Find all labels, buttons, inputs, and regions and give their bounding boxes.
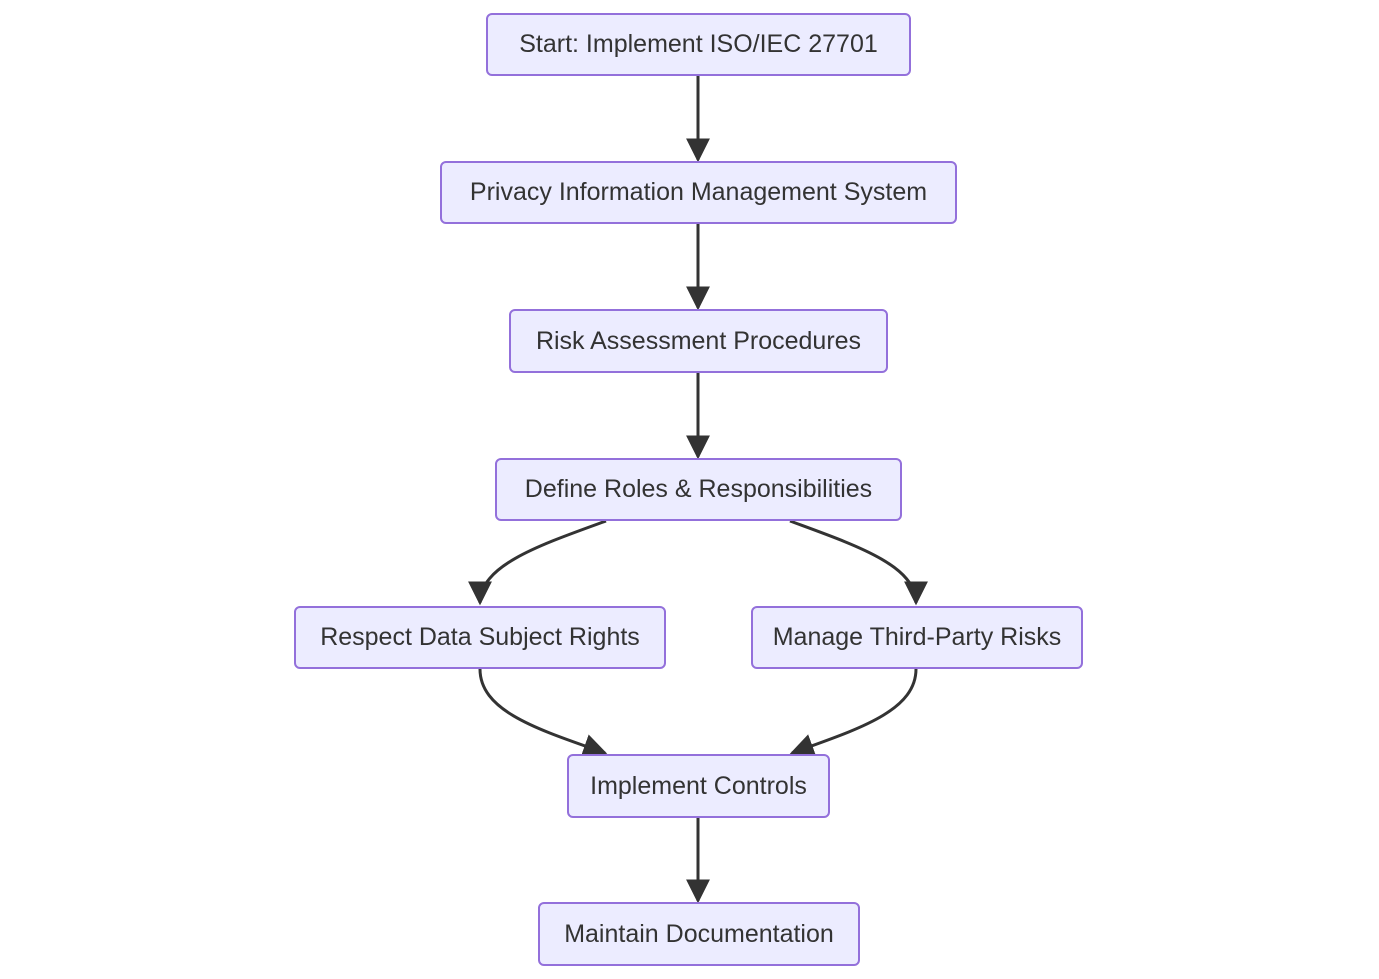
- node-risk-assessment[interactable]: Risk Assessment Procedures: [509, 309, 888, 373]
- edge-roles-to-thirdparty: [789, 519, 928, 606]
- node-roles[interactable]: Define Roles & Responsibilities: [495, 458, 902, 521]
- edge-rights-to-controls: [478, 668, 608, 758]
- edge-roles-to-rights: [468, 519, 607, 606]
- node-data-subject-rights[interactable]: Respect Data Subject Rights: [294, 606, 666, 669]
- node-implement-controls-label: Implement Controls: [590, 771, 807, 800]
- node-maintain-documentation-label: Maintain Documentation: [564, 919, 834, 948]
- node-maintain-documentation[interactable]: Maintain Documentation: [538, 902, 860, 966]
- node-risk-assessment-label: Risk Assessment Procedures: [535, 326, 862, 355]
- node-third-party-risks[interactable]: Manage Third-Party Risks: [751, 606, 1083, 669]
- node-start-label: Start: Implement ISO/IEC 27701: [519, 30, 878, 58]
- node-third-party-risks-label: Manage Third-Party Risks: [772, 623, 1062, 651]
- edge-thirdparty-to-controls: [789, 668, 918, 757]
- node-pims[interactable]: Privacy Information Management System: [440, 161, 957, 224]
- node-roles-label: Define Roles & Responsibilities: [524, 475, 873, 503]
- node-data-subject-rights-label: Respect Data Subject Rights: [320, 623, 640, 651]
- node-implement-controls[interactable]: Implement Controls: [567, 754, 830, 818]
- node-pims-label: Privacy Information Management System: [469, 178, 928, 206]
- node-start[interactable]: Start: Implement ISO/IEC 27701: [486, 13, 911, 76]
